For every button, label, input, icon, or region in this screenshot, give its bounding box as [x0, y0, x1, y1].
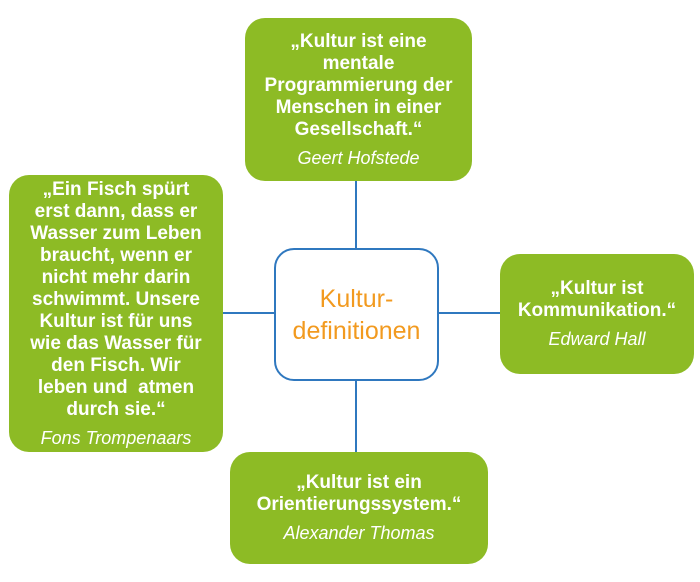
quote-text-thomas: „Kultur ist ein Orientierungssystem.“: [257, 472, 462, 516]
quote-line: durch sie.“: [66, 398, 166, 420]
quote-line: „Kultur ist eine: [290, 30, 427, 52]
quote-line: „Ein Fisch spürt: [42, 178, 190, 200]
quote-line: braucht, wenn er: [39, 244, 192, 266]
quote-line: schwimmt. Unsere: [32, 288, 200, 310]
quote-line: Menschen in einer: [275, 96, 442, 118]
quote-line: erst dann, dass er: [34, 200, 198, 222]
quote-line: Kommunikation.“: [517, 300, 677, 321]
quote-line: „Kultur ist ein: [296, 472, 422, 493]
quote-author-hofstede: Geert Hofstede: [297, 147, 420, 168]
quote-box-trompenaars: „Ein Fisch spürt erst dann, dass er Wass…: [9, 175, 223, 452]
quote-box-thomas: „Kultur ist ein Orientierungssystem.“ Al…: [230, 452, 488, 564]
quote-text-hall: „Kultur ist Kommunikation.“: [518, 278, 676, 322]
center-title-box: Kultur- definitionen: [274, 248, 439, 381]
quote-box-hofstede: „Kultur ist eine mentale Programmierung …: [245, 18, 472, 181]
center-title-line1: Kultur-: [319, 284, 394, 313]
center-title-line2: definitionen: [292, 316, 421, 345]
quote-line: wie das Wasser für: [30, 332, 202, 354]
quote-author-thomas: Alexander Thomas: [283, 523, 435, 543]
quote-line: Wasser zum Leben: [30, 222, 202, 244]
quote-line: nicht mehr darin: [41, 266, 191, 288]
quote-line: Kultur ist für uns: [39, 310, 193, 332]
quote-line: „Kultur ist: [550, 278, 644, 299]
quote-line: Gesellschaft.“: [294, 118, 423, 140]
quote-text-trompenaars: „Ein Fisch spürt erst dann, dass er Wass…: [30, 179, 201, 421]
quote-line: mentale: [322, 52, 395, 74]
quote-line: Programmierung der: [264, 74, 453, 96]
quote-line: den Fisch. Wir: [51, 354, 181, 376]
quote-line: leben und atmen: [37, 376, 195, 398]
quote-line: Orientierungssystem.“: [256, 494, 462, 515]
quote-author-hall: Edward Hall: [548, 329, 646, 349]
quote-author-trompenaars: Fons Trompenaars: [40, 427, 192, 448]
quote-text-hofstede: „Kultur ist eine mentale Programmierung …: [265, 31, 453, 141]
quote-box-hall: „Kultur ist Kommunikation.“ Edward Hall: [500, 254, 694, 374]
